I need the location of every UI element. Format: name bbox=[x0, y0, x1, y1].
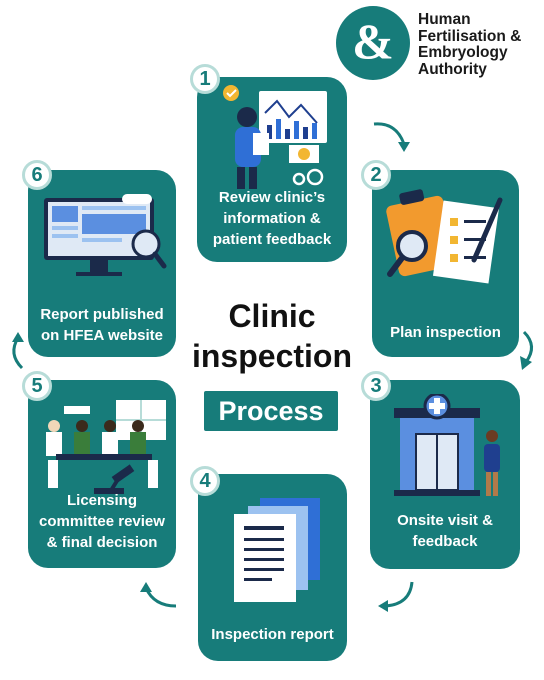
step-4-number: 4 bbox=[190, 466, 220, 496]
arrow-2-to-3-icon bbox=[520, 330, 533, 370]
step-3-label-line: feedback bbox=[412, 533, 478, 550]
step-5-label-line: committee review bbox=[39, 513, 165, 530]
step-6-number: 6 bbox=[22, 160, 52, 190]
step-4-label-line: Inspection report bbox=[211, 626, 334, 643]
step-3-label-line: Onsite visit & bbox=[397, 512, 493, 529]
step-4-card: Inspection report bbox=[198, 474, 347, 661]
arrow-5-to-6-icon bbox=[12, 332, 24, 370]
step-3-card: Onsite visit & feedback bbox=[370, 380, 520, 569]
process-label: Process bbox=[204, 391, 338, 431]
step-5-label-line: Licensing bbox=[66, 492, 137, 509]
ampersand-logo-icon: & bbox=[352, 13, 394, 69]
step-2-number: 2 bbox=[361, 160, 391, 190]
step-5-number: 5 bbox=[22, 371, 52, 401]
step-2-label: Plan inspection bbox=[372, 322, 519, 343]
clinic-building-icon bbox=[394, 394, 500, 496]
logo-line: Fertilisation & bbox=[418, 27, 522, 45]
step-5-label-line: & final decision bbox=[46, 534, 158, 551]
step-1-card: Review clinic’s information & patient fe… bbox=[197, 77, 347, 262]
committee-meeting-icon bbox=[46, 400, 166, 494]
clipboard-checklist-icon bbox=[386, 189, 503, 284]
step-1-label-line: information & bbox=[223, 210, 321, 227]
arrow-1-to-2-icon bbox=[373, 122, 410, 152]
logo-line: Human bbox=[418, 11, 471, 28]
data-review-icon bbox=[223, 85, 327, 189]
step-4-label: Inspection report bbox=[198, 624, 347, 645]
report-document-icon bbox=[234, 498, 320, 602]
logo-text: Human Fertilisation & Embryology Authori… bbox=[418, 11, 542, 78]
step-2-label-line: Plan inspection bbox=[390, 324, 501, 341]
logo-line: Embryology bbox=[418, 44, 508, 61]
step-2-card: Plan inspection bbox=[372, 170, 519, 357]
step-5-label: Licensing committee review & final decis… bbox=[28, 490, 176, 553]
step-1-label-line: patient feedback bbox=[212, 231, 332, 248]
step-6-card: Report published on HFEA website bbox=[28, 170, 176, 357]
step-6-label-line: on HFEA website bbox=[41, 327, 163, 344]
step-6-label-line: Report published bbox=[40, 306, 164, 323]
title-line-2: inspection bbox=[191, 338, 352, 374]
step-1-label: Review clinic’s information & patient fe… bbox=[197, 187, 347, 250]
arrow-4-to-5-icon bbox=[140, 582, 177, 608]
website-monitor-icon bbox=[44, 194, 167, 276]
arrow-3-to-4-icon bbox=[378, 581, 414, 612]
svg-text:&: & bbox=[352, 13, 394, 69]
step-5-card: Licensing committee review & final decis… bbox=[28, 380, 176, 568]
hfea-logo: & bbox=[336, 6, 410, 80]
step-3-number: 3 bbox=[361, 371, 391, 401]
logo-line: Authority bbox=[418, 60, 487, 78]
step-3-label: Onsite visit & feedback bbox=[370, 510, 520, 552]
step-6-label: Report published on HFEA website bbox=[28, 304, 176, 346]
step-1-label-line: Review clinic’s bbox=[218, 189, 326, 206]
title-line-1: Clinic bbox=[228, 298, 316, 334]
step-1-number: 1 bbox=[190, 64, 220, 94]
